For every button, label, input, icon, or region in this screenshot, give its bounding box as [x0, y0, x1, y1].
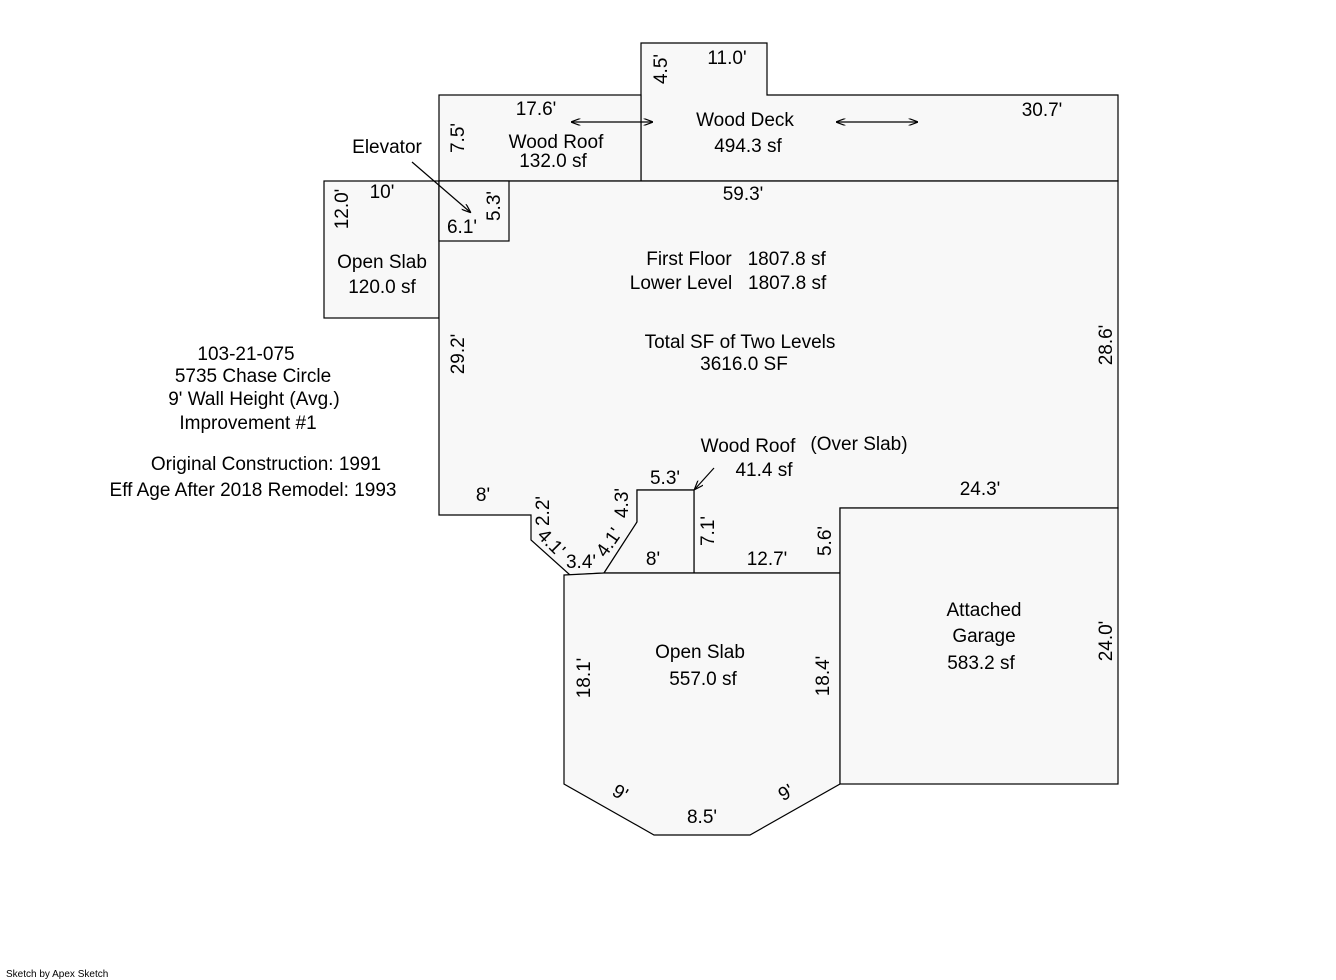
dim-bottom-left: 8' [476, 485, 490, 506]
total-sf-value: 3616.0 SF [700, 354, 788, 375]
wood-roof-top-area [438, 94, 642, 182]
dim-elevator-height: 5.3' [484, 191, 505, 221]
dim-roof-side: 7.5' [448, 123, 469, 153]
dim-slab-left-side: 12.0' [332, 189, 353, 230]
dim-garage-top: 24.3' [960, 479, 1001, 500]
effective-age: Eff Age After 2018 Remodel: 1993 [110, 480, 397, 501]
garage-size: 583.2 sf [947, 653, 1015, 674]
open-slab-bottom-size: 557.0 sf [669, 669, 737, 690]
footer-credit: Sketch by Apex Sketch [6, 969, 108, 980]
property-address: 5735 Chase Circle [175, 366, 331, 387]
dim-jog-e: 4.3' [612, 488, 633, 518]
original-construction: Original Construction: 1991 [151, 454, 381, 475]
dim-jog-c: 3.4' [566, 552, 596, 573]
dim-bump-side: 7.1' [698, 516, 719, 546]
wood-roof-pointer [695, 467, 715, 489]
wood-deck-label: Wood Deck [696, 110, 794, 131]
wood-roof-slab-label: Wood Roof [701, 436, 796, 457]
attached-garage-area [839, 507, 1119, 785]
garage-label-line1: Attached [947, 600, 1022, 621]
dim-bay-bottom: 8.5' [687, 807, 717, 828]
dim-seg-127: 12.7' [747, 549, 788, 570]
open-slab-left-size: 120.0 sf [348, 277, 416, 298]
elevator-label: Elevator [352, 137, 422, 158]
dim-jog-a: 2.2' [533, 496, 554, 526]
first-floor-label: First Floor 1807.8 sf [646, 249, 826, 270]
dim-elevator-width: 6.1' [447, 217, 477, 238]
open-slab-bottom-label: Open Slab [655, 642, 745, 663]
garage-label-line2: Garage [952, 626, 1015, 647]
dim-deck-top: 11.0' [707, 48, 746, 69]
dim-deck-right: 30.7' [1022, 100, 1063, 121]
parcel-number: 103-21-075 [197, 344, 294, 365]
improvement-number: Improvement #1 [179, 413, 316, 434]
dim-main-left: 29.2' [448, 334, 469, 375]
dim-main-top: 59.3' [723, 184, 764, 205]
elevator-box [438, 180, 510, 242]
wall-height: 9' Wall Height (Avg.) [168, 389, 340, 410]
dim-slab-left-top: 10' [370, 182, 395, 203]
dim-garage-right: 24.0' [1096, 621, 1117, 662]
total-sf-label: Total SF of Two Levels [645, 332, 836, 353]
open-slab-bottom-area [563, 572, 841, 836]
open-slab-left-label: Open Slab [337, 252, 427, 273]
dim-slab-left-side2: 18.1' [574, 658, 595, 699]
dim-main-right: 28.6' [1096, 325, 1117, 366]
lower-level-label: Lower Level 1807.8 sf [630, 273, 827, 294]
dim-slab-right-side: 18.4' [813, 656, 834, 697]
dim-bump-bottom: 8' [646, 549, 660, 570]
elevator-pointer [411, 161, 470, 212]
wood-roof-slab-size: 41.4 sf [735, 460, 793, 481]
wood-roof-top-label: Wood Roof [509, 132, 604, 153]
wood-roof-top-size: 132.0 sf [519, 151, 587, 172]
dim-deck-side: 4.5' [651, 54, 672, 84]
wood-roof-slab-qualifier: (Over Slab) [810, 434, 907, 455]
wood-deck-size: 494.3 sf [714, 136, 782, 157]
dim-roof-top: 17.6' [516, 99, 557, 120]
dim-bump-top: 5.3' [650, 468, 680, 489]
dim-seg-56: 5.6' [815, 526, 836, 556]
